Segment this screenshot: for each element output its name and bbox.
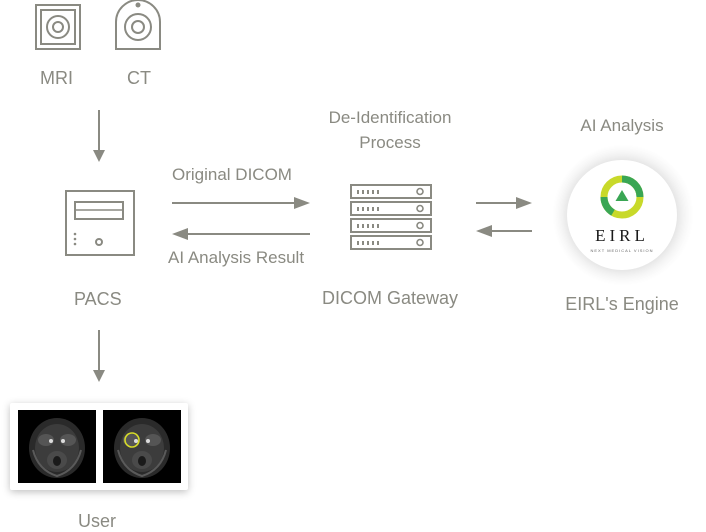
brain-scan-left xyxy=(18,410,96,483)
arrow-ai-result xyxy=(172,227,310,241)
mri-label: MRI xyxy=(40,68,73,88)
arrow-original-dicom xyxy=(172,196,310,210)
deidentification-label: De-Identification xyxy=(328,108,452,127)
user-label: User xyxy=(78,511,117,531)
dicom-gateway-label: DICOM Gateway xyxy=(321,288,459,308)
ct-label: CT xyxy=(127,68,151,88)
pacs-label: PACS xyxy=(74,289,122,309)
eirl-logo: EIRL NEXT MEDICAL VISION xyxy=(567,160,677,270)
mri-icon xyxy=(35,4,81,50)
arrow-gateway-to-engine xyxy=(476,196,532,210)
arrow-devices-to-pacs xyxy=(91,110,107,162)
eirls-engine-label: EIRL's Engine xyxy=(565,294,679,314)
user-scan-panel xyxy=(10,403,188,490)
ai-analysis-label: AI Analysis xyxy=(580,116,664,135)
pacs-icon xyxy=(65,190,135,256)
arrow-engine-to-gateway xyxy=(476,224,532,238)
eirl-logo-tagline: NEXT MEDICAL VISION xyxy=(590,248,654,253)
original-dicom-label: Original DICOM xyxy=(172,165,292,184)
brain-scan-right xyxy=(103,410,181,483)
ai-analysis-result-label: AI Analysis Result xyxy=(168,248,305,267)
arrow-pacs-to-user xyxy=(91,330,107,382)
eirl-logo-text: EIRL xyxy=(595,226,649,245)
ct-icon xyxy=(113,0,163,50)
eirl-emblem-icon xyxy=(600,175,644,219)
process-label: Process xyxy=(359,133,421,152)
server-icon xyxy=(350,184,432,250)
lesion-highlight-circle xyxy=(124,432,140,448)
